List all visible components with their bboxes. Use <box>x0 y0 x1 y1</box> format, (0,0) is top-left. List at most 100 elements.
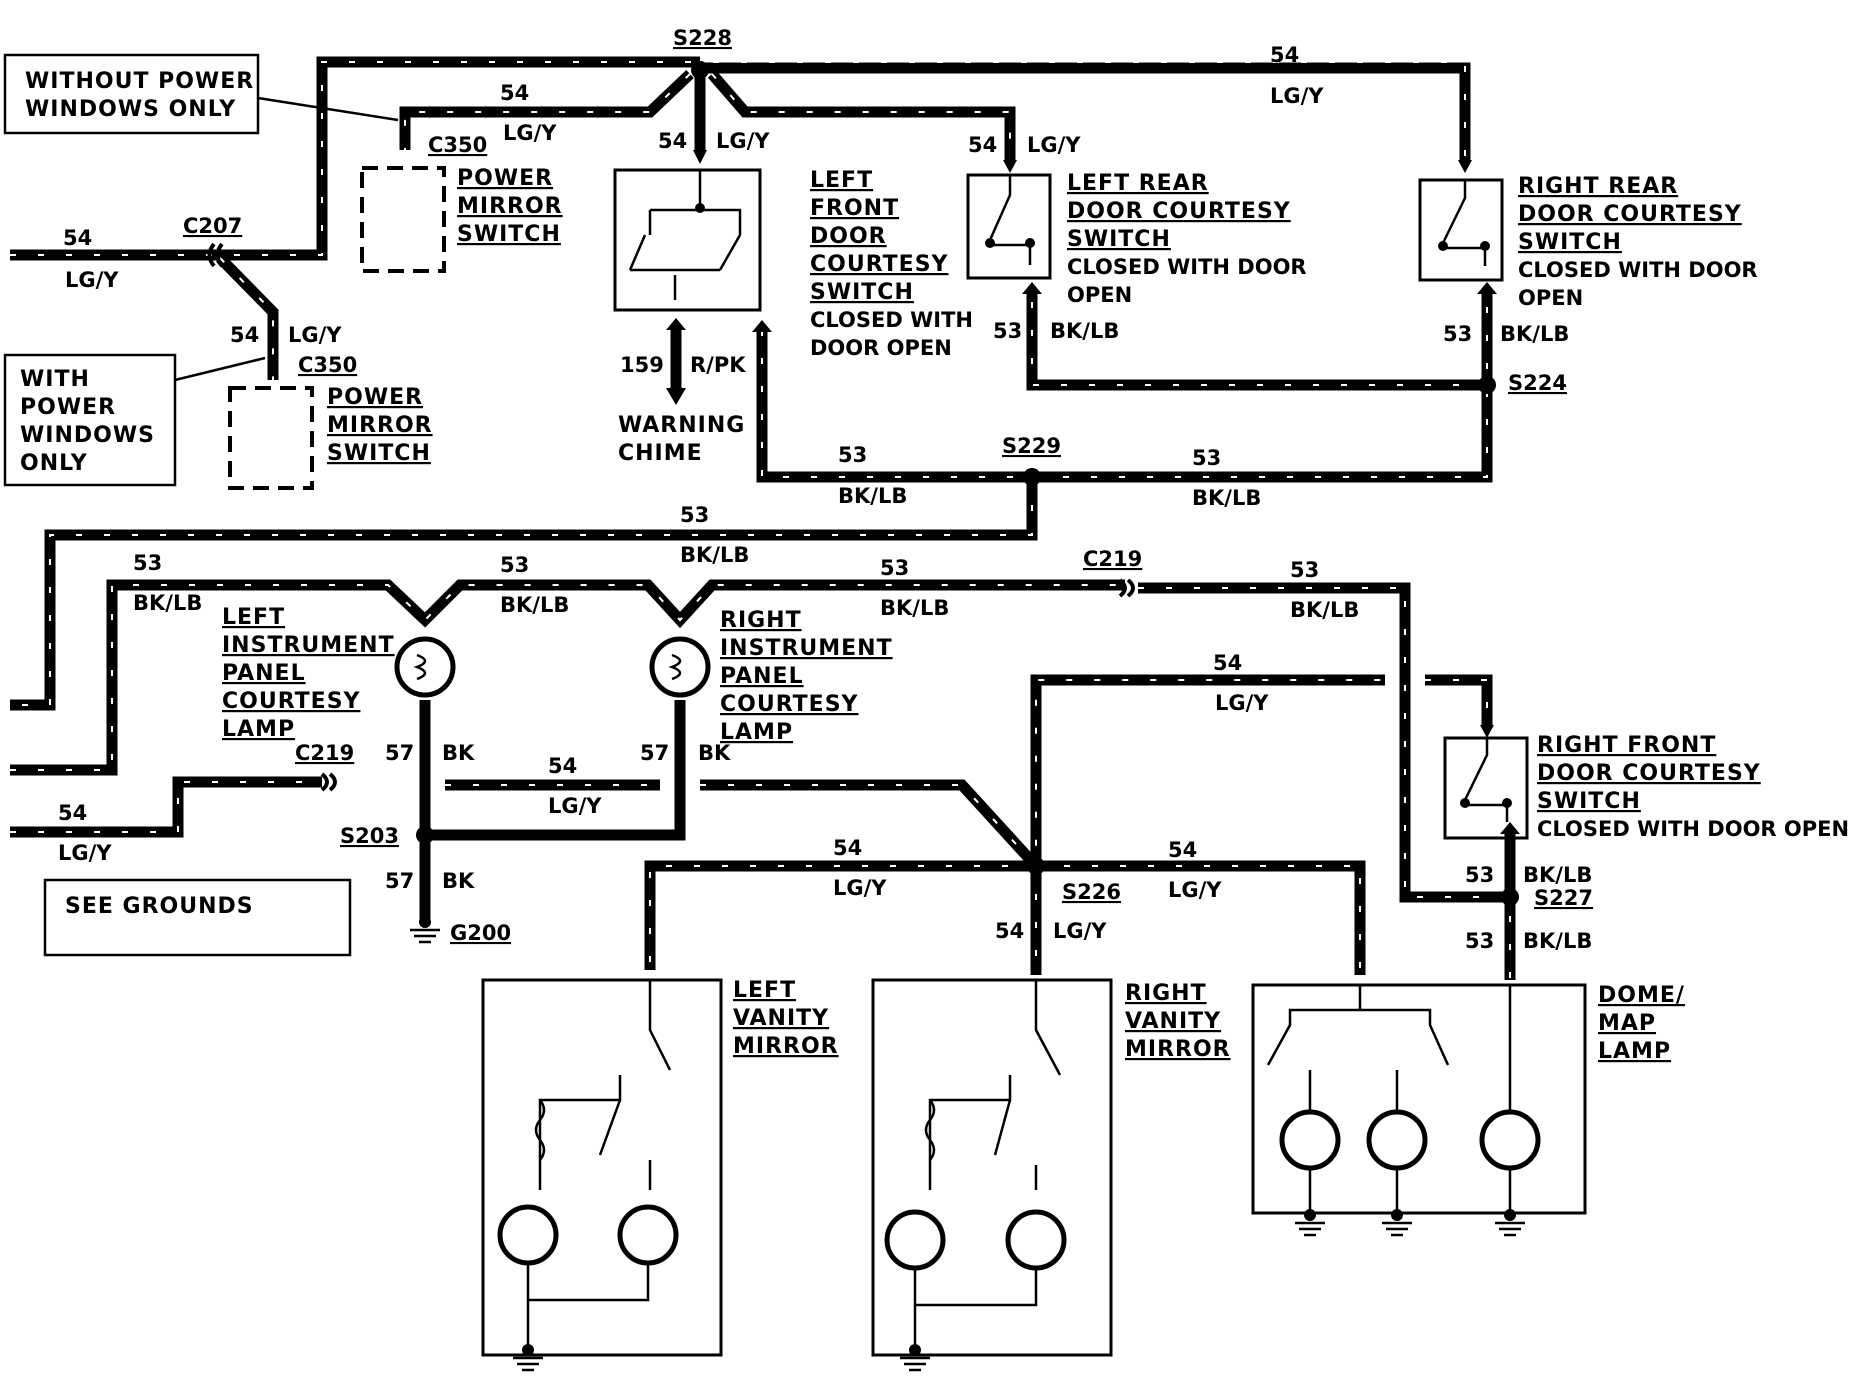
note-without-line-2: WINDOWS ONLY <box>25 97 236 122</box>
component-label: INSTRUMENT <box>720 636 893 661</box>
component-label: DOOR COURTESY <box>1518 202 1742 227</box>
circuit-label: 57 <box>385 869 414 893</box>
right-ip-lamp-icon <box>649 636 711 698</box>
component-label: OPEN <box>1518 286 1583 310</box>
ground-g200-label: G200 <box>450 921 511 945</box>
wire-54-c207-to-c350 <box>216 254 279 380</box>
component-label: SWITCH <box>327 441 431 466</box>
component-label: CLOSED WITH DOOR <box>1518 258 1758 282</box>
component-label: CLOSED WITH DOOR <box>1067 255 1307 279</box>
splice-s226-label: S226 <box>1062 880 1121 904</box>
dome-lamp-3 <box>1479 1109 1541 1171</box>
circuit-color-label: BK/LB <box>133 591 202 615</box>
dome-map-lamp-box <box>1251 983 1587 1215</box>
circuit-label: 54 <box>968 133 997 157</box>
note-with-line-4: ONLY <box>20 451 88 476</box>
component-label: PANEL <box>720 664 804 689</box>
connector-c219-left-label: C219 <box>295 741 354 765</box>
component-label: CLOSED WITH <box>810 308 973 332</box>
splice-s229-dot <box>1023 468 1041 486</box>
circuit-label: 54 <box>58 801 87 825</box>
left-vanity-lamp-2 <box>617 1204 679 1266</box>
circuit-label: 57 <box>385 741 414 765</box>
circuit-label: 53 <box>1465 929 1494 953</box>
splice-s228-dot <box>691 61 709 79</box>
component-label: FRONT <box>810 196 899 221</box>
component-label: RIGHT <box>1125 981 1207 1006</box>
wire-54-to-s226 <box>700 779 1041 870</box>
left-vanity-lamp-1 <box>497 1204 559 1266</box>
wire-57-right-lamp <box>425 700 686 841</box>
component-label: LEFT <box>733 978 796 1003</box>
splice-dots <box>416 61 1519 906</box>
circuit-color-label: LG/Y <box>58 841 112 865</box>
note-box-with-power-windows <box>3 353 177 487</box>
note-with-line-2: POWER <box>20 395 116 420</box>
splice-s224-label: S224 <box>1508 371 1567 395</box>
circuit-label: 53 <box>500 553 529 577</box>
leader-line-top <box>257 96 399 122</box>
circuit-label: 53 <box>1290 558 1319 582</box>
circuit-label: 54 <box>63 226 92 250</box>
wire-54-s228-to-c350 <box>399 70 694 150</box>
component-label: RIGHT <box>720 608 802 633</box>
component-label: WARNING <box>618 413 745 438</box>
component-label: LAMP <box>1598 1039 1671 1064</box>
circuit-label: 53 <box>880 556 909 580</box>
ground-icon-left-vanity <box>513 1344 543 1372</box>
wire-53-lamp-row <box>10 579 1125 776</box>
left-vanity-mirror-box <box>481 978 723 1357</box>
note-box-see-grounds <box>43 878 352 957</box>
left-vanity-resistor-icon <box>534 1099 546 1161</box>
component-label: DOOR COURTESY <box>1537 761 1761 786</box>
component-label: COURTESY <box>222 689 361 714</box>
component-label: LEFT <box>810 168 873 193</box>
circuit-color-label: LG/Y <box>1270 84 1324 108</box>
power-mirror-switch-top <box>360 166 446 273</box>
connector-c207-label: C207 <box>183 214 242 238</box>
circuit-color-label: BK/LB <box>1050 319 1119 343</box>
splice-s203-label: S203 <box>340 824 399 848</box>
component-label: VANITY <box>1125 1009 1221 1034</box>
note-with-line-1: WITH <box>20 367 90 392</box>
circuit-label: 159 <box>620 353 664 377</box>
circuit-label: 54 <box>833 836 862 860</box>
splice-s228-label: S228 <box>673 26 732 50</box>
component-label: RIGHT REAR <box>1518 174 1678 199</box>
component-label: COURTESY <box>810 252 949 277</box>
circuit-color-label: BK <box>442 869 475 893</box>
circuit-color-label: LG/Y <box>288 323 342 347</box>
leader-line-bottom <box>174 356 266 382</box>
circuit-label: 54 <box>995 919 1024 943</box>
component-label: POWER <box>457 166 553 191</box>
component-label: SWITCH <box>457 222 561 247</box>
c207-connector-icon <box>207 242 224 268</box>
left-front-door-switch-box <box>613 168 762 312</box>
component-label: INSTRUMENT <box>222 633 395 658</box>
circuit-color-label: LG/Y <box>503 121 557 145</box>
wire-54-to-rf-door <box>1425 674 1493 725</box>
circuit-color-label: R/PK <box>690 353 746 377</box>
ground-icon-dome-2 <box>1382 1209 1412 1237</box>
left-rear-door-switch-contacts <box>988 175 1032 265</box>
circuit-color-label: BK/LB <box>880 596 949 620</box>
circuit-label: 54 <box>500 81 529 105</box>
component-label: MIRROR <box>457 194 563 219</box>
right-rear-door-switch-contacts <box>1441 180 1487 266</box>
circuit-color-label: BK/LB <box>1290 598 1359 622</box>
circuit-color-label: BK/LB <box>1500 322 1569 346</box>
component-label: MIRROR <box>733 1034 839 1059</box>
left-ip-lamp-icon <box>394 636 456 698</box>
component-label: LEFT <box>222 605 285 630</box>
component-label: POWER <box>327 385 423 410</box>
component-label: MAP <box>1598 1011 1656 1036</box>
right-vanity-mirror-circuit <box>928 980 1062 1190</box>
component-label: VANITY <box>733 1006 829 1031</box>
note-without-line-1: WITHOUT POWER <box>25 69 254 94</box>
splice-s203-dot <box>416 826 434 844</box>
circuit-color-label: LG/Y <box>716 129 770 153</box>
component-label: CHIME <box>618 441 703 466</box>
circuit-color-label: LG/Y <box>548 794 602 818</box>
circuit-label: 54 <box>230 323 259 347</box>
